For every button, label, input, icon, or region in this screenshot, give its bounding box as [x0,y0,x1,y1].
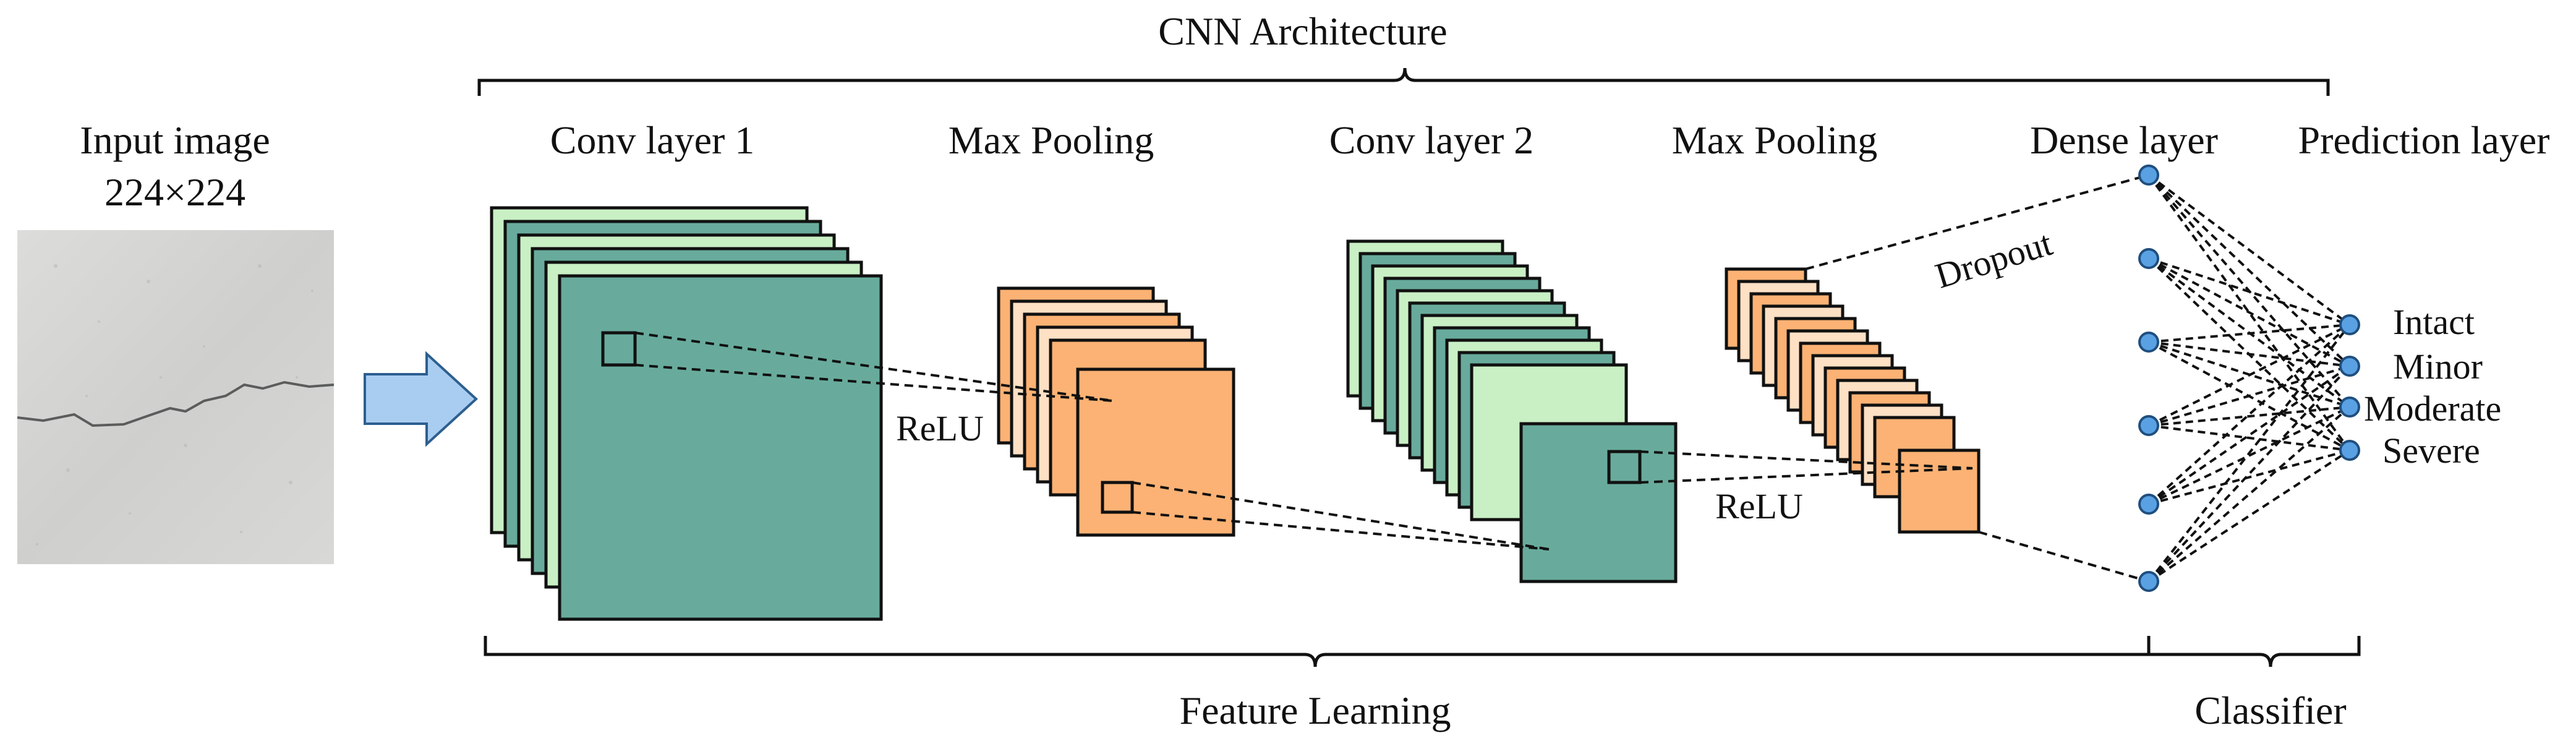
dense-neuron [2138,165,2159,186]
input-image-size-label: 224×224 [104,170,245,214]
cnn-architecture-brace [477,67,2330,96]
conv-layer-2-label: Conv layer 2 [1329,118,1534,162]
dropout-label: Dropout [1930,223,2057,296]
class-label-severe: Severe [2382,431,2480,471]
diagram-title: CNN Architecture [1158,9,1447,53]
dense-neuron [2138,415,2159,436]
max-pooling-2-stack [1725,267,1981,534]
crack-line [17,380,335,427]
prediction-neuron-moderate [2339,397,2360,418]
prediction-neuron-severe [2339,440,2360,461]
feature-learning-brace [484,636,2151,667]
dense-neuron [2138,248,2159,269]
input-arrow-icon [364,351,478,447]
receptive-field-lines [634,174,2149,583]
input-image-label: Input image [80,118,270,162]
prediction-neuron-intact [2339,314,2360,335]
prediction-layer-neurons [2339,314,2360,461]
conv2-kernel-window [1607,450,1642,484]
max-pooling-1-label: Max Pooling [949,118,1154,162]
relu-2-label: ReLU [1715,486,1803,526]
feature-learning-label: Feature Learning [1180,688,1451,732]
conv-layer-2-stack [1346,239,1678,583]
dense-layer-label: Dense layer [2030,118,2218,162]
conv-layer-1-stack [490,206,883,621]
conv1-kernel-window [601,331,637,367]
conv-layer-1-label: Conv layer 1 [550,118,755,162]
classifier-brace [2147,636,2361,667]
fully-connected-edges [2147,174,2351,583]
relu-1-label: ReLU [896,408,984,448]
class-label-moderate: Moderate [2364,388,2501,429]
class-label-intact: Intact [2393,302,2475,342]
dense-neuron [2138,494,2159,515]
prediction-neuron-minor [2339,356,2360,377]
class-label-minor: Minor [2393,346,2483,387]
dense-neuron [2138,571,2159,592]
prediction-layer-label: Prediction layer [2298,118,2550,162]
pool1-window [1101,481,1134,514]
max-pooling-1-stack [997,286,1235,537]
dense-layer-neurons [2138,165,2159,592]
max-pooling-2-label: Max Pooling [1672,118,1877,162]
dense-neuron [2138,332,2159,353]
classifier-label: Classifier [2194,688,2346,732]
input-image [17,230,335,564]
